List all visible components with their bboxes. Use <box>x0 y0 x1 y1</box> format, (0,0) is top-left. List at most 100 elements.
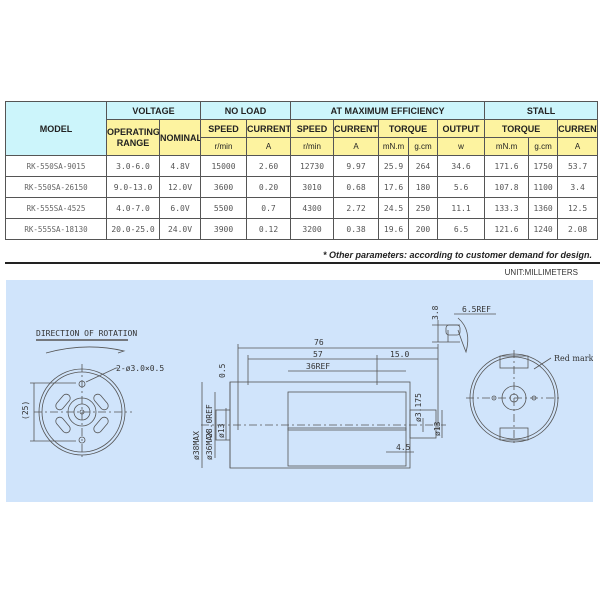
dim-57: 57 <box>313 350 323 359</box>
cell-me-torque-gcm: 264 <box>408 155 439 177</box>
header-no-load: NO LOAD <box>200 101 292 120</box>
cell-me-current: 0.68 <box>333 176 380 198</box>
cell-model: RK-555SA-18130 <box>5 218 107 240</box>
cell-me-output: 6.5 <box>437 218 486 240</box>
dim-0-5: 0.5 <box>218 363 227 378</box>
header-nl-speed: SPEED <box>200 119 248 138</box>
cell-st-torque-mnm: 171.6 <box>484 155 530 177</box>
cell-st-torque-gcm: 1360 <box>528 197 559 219</box>
cell-me-output: 5.6 <box>437 176 486 198</box>
cell-nominal: 6.0V <box>158 197 202 219</box>
header-max-efficiency: AT MAXIMUM EFFICIENCY <box>290 101 486 120</box>
unit-gcm: g.cm <box>408 137 439 156</box>
cell-me-speed: 3010 <box>290 176 335 198</box>
cell-model: RK-550SA-9015 <box>5 155 107 177</box>
header-st-current: CURRENT <box>557 119 599 138</box>
table-row: RK-555SA-18130 20.0-25.0 24.0V 3900 0.12… <box>5 218 599 240</box>
cell-st-torque-mnm: 133.3 <box>484 197 530 219</box>
dim-36max: ø36MAX <box>205 431 214 460</box>
cell-nl-current: 0.7 <box>246 197 292 219</box>
rotation-arrow-icon <box>45 346 126 354</box>
dim-6-5ref: 6.5REF <box>462 305 491 314</box>
cell-me-current: 2.72 <box>333 197 380 219</box>
dim-15: 15.0 <box>390 350 409 359</box>
cell-nl-speed: 3600 <box>200 176 248 198</box>
cell-range: 9.0-13.0 <box>106 176 160 198</box>
dim-4-5: 4.5 <box>396 443 411 452</box>
cell-nominal: 24.0V <box>158 218 202 240</box>
dimension-drawing: DIRECTION OF ROTATION 2-ø3.0×0.5 (25) <box>6 280 593 502</box>
dim-13-left: ø13 <box>217 423 226 438</box>
cell-me-output: 11.1 <box>437 197 486 219</box>
cell-me-torque-gcm: 200 <box>408 218 439 240</box>
unit-amp: A <box>557 137 599 156</box>
cell-st-current: 2.08 <box>557 218 599 240</box>
header-me-output: OUTPUT <box>437 119 486 138</box>
cell-nl-current: 2.60 <box>246 155 292 177</box>
motor-side-view <box>201 344 446 469</box>
direction-label: DIRECTION OF ROTATION <box>36 329 137 338</box>
dim-38max: ø38MAX <box>192 431 201 460</box>
cell-st-torque-mnm: 121.6 <box>484 218 530 240</box>
cell-nl-speed: 15000 <box>200 155 248 177</box>
table-row: RK-550SA-26150 9.0-13.0 12.0V 3600 0.20 … <box>5 176 599 198</box>
header-me-speed: SPEED <box>290 119 335 138</box>
cell-st-torque-gcm: 1240 <box>528 218 559 240</box>
motor-front-view <box>30 364 132 460</box>
cell-st-torque-gcm: 1100 <box>528 176 559 198</box>
cell-me-speed: 12730 <box>290 155 335 177</box>
cell-me-speed: 4300 <box>290 197 335 219</box>
header-nl-current: CURRENT <box>246 119 292 138</box>
unit-amp: A <box>246 137 292 156</box>
unit-amp: A <box>333 137 380 156</box>
unit-label: UNIT:MILLIMETERS <box>504 268 578 277</box>
cell-nl-current: 0.20 <box>246 176 292 198</box>
cell-me-torque-mnm: 17.6 <box>378 176 410 198</box>
cell-range: 4.0-7.0 <box>106 197 160 219</box>
table-row: RK-555SA-4525 4.0-7.0 6.0V 5500 0.7 4300… <box>5 197 599 219</box>
red-mark-label: Red mark <box>554 354 593 363</box>
header-nominal: NOMINAL <box>158 119 202 156</box>
unit-mnm: mN.m <box>484 137 530 156</box>
header-voltage: VOLTAGE <box>105 101 202 120</box>
header-stall: STALL <box>484 101 599 120</box>
dim-28ref: 28.0REF <box>205 404 214 438</box>
cell-me-torque-mnm: 19.6 <box>378 218 410 240</box>
cell-nominal: 4.8V <box>158 155 202 177</box>
header-st-torque: TORQUE <box>484 119 559 138</box>
header-model: MODEL <box>5 101 107 156</box>
unit-gcm: g.cm <box>528 137 559 156</box>
unit-rpm: r/min <box>290 137 335 156</box>
cell-nl-speed: 3900 <box>200 218 248 240</box>
design-note: * Other parameters: according to custome… <box>322 250 592 260</box>
dim-3175: ø3.175 <box>414 393 423 422</box>
cell-me-torque-mnm: 24.5 <box>378 197 410 219</box>
unit-watt: w <box>437 137 486 156</box>
motor-rear-view <box>466 350 562 446</box>
cell-nl-speed: 5500 <box>200 197 248 219</box>
header-me-torque: TORQUE <box>378 119 439 138</box>
cell-st-current: 53.7 <box>557 155 599 177</box>
dim-36ref: 36REF <box>306 362 330 371</box>
cell-range: 20.0-25.0 <box>106 218 160 240</box>
unit-rpm: r/min <box>200 137 248 156</box>
divider <box>5 262 600 264</box>
header-operating-range: OPERATING RANGE <box>106 119 160 156</box>
shaft-detail-view <box>432 313 496 354</box>
cell-me-speed: 3200 <box>290 218 335 240</box>
motor-spec-table: MODEL VOLTAGE NO LOAD AT MAXIMUM EFFICIE… <box>5 101 599 240</box>
unit-mnm: mN.m <box>378 137 410 156</box>
cell-st-torque-gcm: 1750 <box>528 155 559 177</box>
dim-3-8: 3.8 <box>431 305 440 320</box>
dim-13-right: ø13 <box>433 421 442 436</box>
cell-nominal: 12.0V <box>158 176 202 198</box>
cell-me-output: 34.6 <box>437 155 486 177</box>
cell-me-torque-gcm: 180 <box>408 176 439 198</box>
red-mark-pointer <box>533 357 552 370</box>
cell-me-current: 9.97 <box>333 155 380 177</box>
cell-me-torque-gcm: 250 <box>408 197 439 219</box>
table-row: RK-550SA-9015 3.0-6.0 4.8V 15000 2.60 12… <box>5 155 599 177</box>
hole-label: 2-ø3.0×0.5 <box>116 364 164 373</box>
cell-model: RK-550SA-26150 <box>5 176 107 198</box>
cell-st-torque-mnm: 107.8 <box>484 176 530 198</box>
